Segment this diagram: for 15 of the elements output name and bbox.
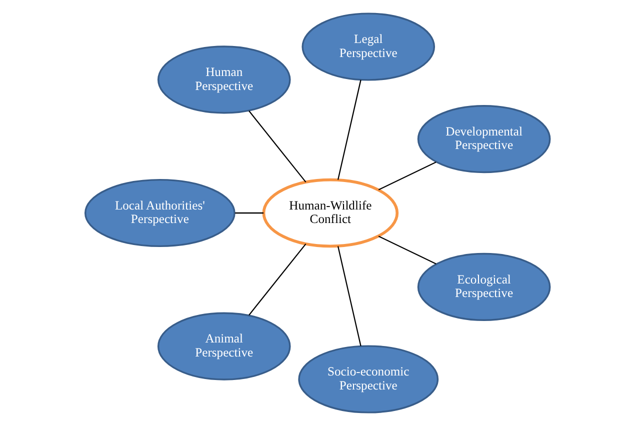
connector [378,161,436,190]
node-ellipse: Human Perspective [156,45,290,114]
connector [336,79,361,180]
connector [336,246,361,346]
connector [248,243,306,315]
connector [248,110,306,182]
node-ellipse: Local Authorities' Perspective [84,178,235,247]
node-ellipse: Developmental Perspective [416,104,550,173]
node-ellipse: Legal Perspective [301,12,435,80]
node-ellipse: Animal Perspective [156,312,290,380]
node-ellipse: Ecological Perspective [416,252,550,321]
node-ellipse: Human-Wildlife Conflict [262,178,398,248]
connector [378,235,436,264]
node-ellipse: Socio-economic Perspective [298,344,438,413]
connector [234,212,264,214]
